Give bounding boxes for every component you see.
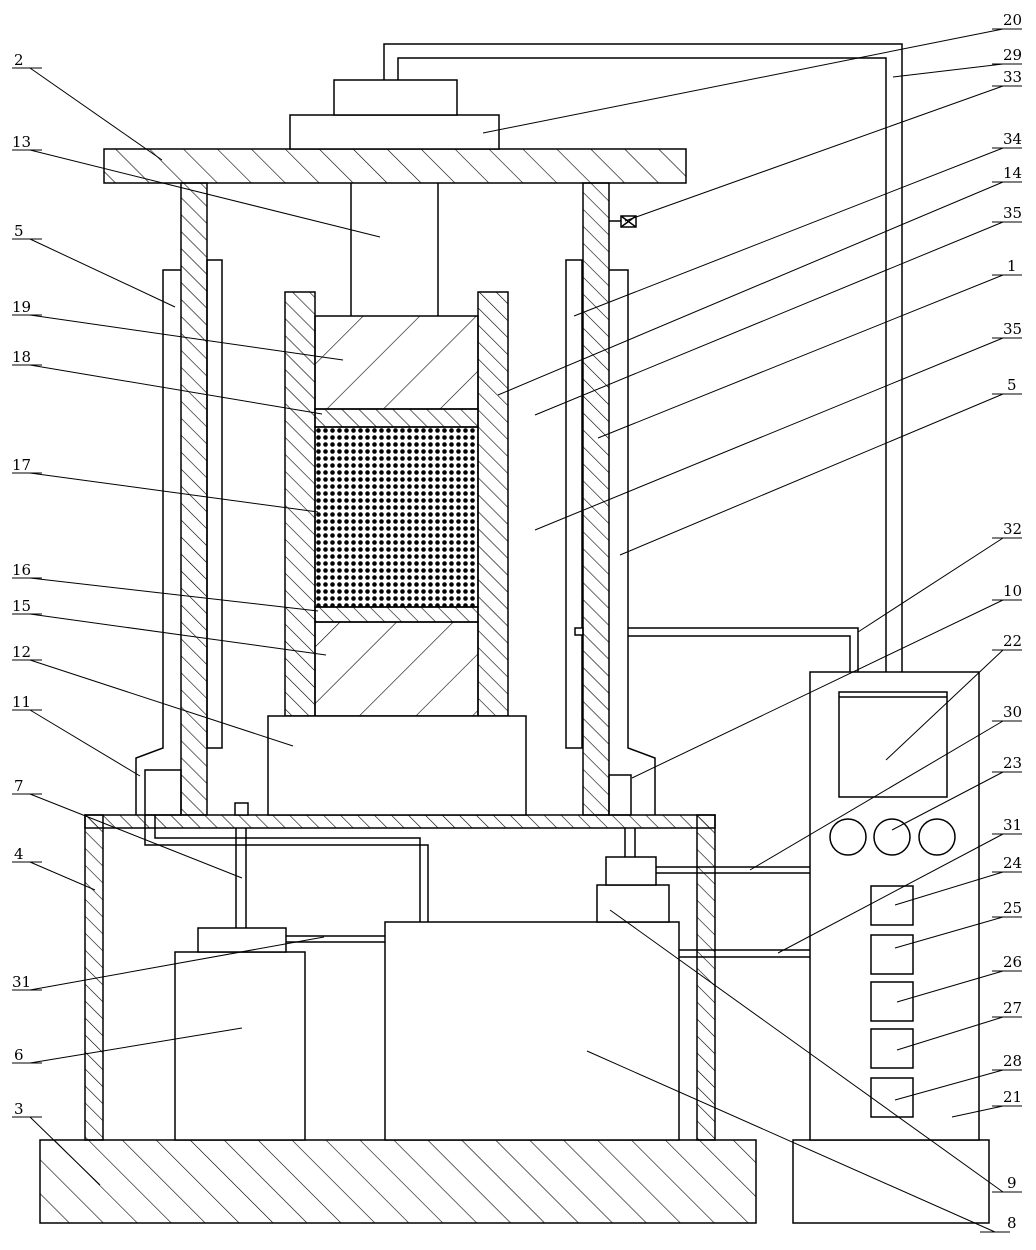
label-19: 19	[12, 298, 31, 316]
label-35-lower: 35	[1003, 320, 1022, 338]
label-11: 11	[12, 693, 31, 711]
lower-housing-top	[84, 814, 716, 829]
label-22: 22	[1003, 632, 1022, 650]
sample-wall-left	[284, 291, 316, 717]
motor-6	[174, 951, 306, 1141]
coupling-block	[197, 927, 287, 953]
pipe-29-outer	[383, 43, 903, 672]
label-30: 30	[1003, 703, 1022, 721]
pipe-loop-inner	[154, 815, 421, 922]
label-18: 18	[12, 348, 31, 366]
lower-pressure-head-15	[314, 621, 479, 717]
pump-8	[384, 921, 680, 1141]
button-27	[870, 1028, 914, 1069]
label-1: 1	[1007, 257, 1017, 275]
label-29: 29	[1003, 46, 1022, 64]
label-27: 27	[1003, 999, 1022, 1017]
cable-32-b	[628, 635, 851, 672]
label-28: 28	[1003, 1052, 1022, 1070]
sensor-9-upper	[605, 856, 657, 886]
label-12: 12	[12, 643, 31, 661]
label-35-upper: 35	[1003, 204, 1022, 222]
label-32: 32	[1003, 520, 1022, 538]
label-10: 10	[1003, 582, 1022, 600]
upper-porous-plate-18	[314, 408, 479, 428]
label-4: 4	[14, 845, 24, 863]
pipe-29-inner	[397, 57, 887, 672]
label-31-left: 31	[12, 973, 31, 991]
label-6: 6	[14, 1046, 24, 1064]
label-31-right: 31	[1003, 816, 1022, 834]
label-7: 7	[14, 777, 24, 795]
lower-housing-wall-right	[696, 814, 716, 1141]
sample-base-12	[267, 715, 527, 816]
label-24: 24	[1003, 854, 1022, 872]
outer-sleeve-left	[135, 269, 181, 815]
button-26	[870, 981, 914, 1022]
knob-23-right	[918, 818, 956, 856]
pillar-right	[582, 182, 610, 816]
shaft-cap	[234, 802, 249, 816]
label-34: 34	[1003, 130, 1022, 148]
label-14: 14	[1003, 164, 1022, 182]
top-plate	[103, 148, 687, 184]
sleeve-foot-left	[144, 769, 182, 816]
label-16: 16	[12, 561, 31, 579]
sample-wall-right	[477, 291, 509, 717]
label-17: 17	[12, 456, 31, 474]
inner-liner-right	[565, 259, 583, 749]
label-9: 9	[1007, 1174, 1017, 1192]
label-23: 23	[1003, 754, 1022, 772]
base-plate	[39, 1139, 757, 1224]
loading-head	[333, 79, 458, 116]
sample-17	[314, 426, 479, 608]
lower-porous-plate-16	[314, 606, 479, 623]
label-33: 33	[1003, 68, 1022, 86]
loading-base	[289, 114, 500, 150]
knob-23-left	[829, 818, 867, 856]
valve-stub	[574, 627, 584, 636]
outer-sleeve-right	[609, 269, 656, 815]
label-2: 2	[14, 51, 24, 69]
upper-pressure-head-19	[314, 315, 479, 410]
label-13: 13	[12, 133, 31, 151]
label-25: 25	[1003, 899, 1022, 917]
label-5-right: 5	[1007, 376, 1017, 394]
pillar-left	[180, 182, 208, 816]
sensor-9-lower	[596, 884, 670, 923]
label-20: 20	[1003, 11, 1022, 29]
label-3: 3	[14, 1100, 24, 1118]
display-screen-22	[838, 691, 948, 798]
knob-23-middle	[873, 818, 911, 856]
label-15: 15	[12, 597, 31, 615]
label-26: 26	[1003, 953, 1022, 971]
button-24	[870, 885, 914, 926]
control-pedestal	[792, 1139, 990, 1224]
label-5-left: 5	[14, 222, 24, 240]
pipe-loop-outer	[144, 815, 429, 922]
button-25	[870, 934, 914, 975]
sleeve-foot-right	[608, 774, 632, 816]
inner-liner-left	[206, 259, 223, 749]
label-8: 8	[1007, 1214, 1017, 1232]
label-21: 21	[1003, 1088, 1022, 1106]
cable-32-a	[628, 627, 859, 672]
button-28	[870, 1077, 914, 1118]
